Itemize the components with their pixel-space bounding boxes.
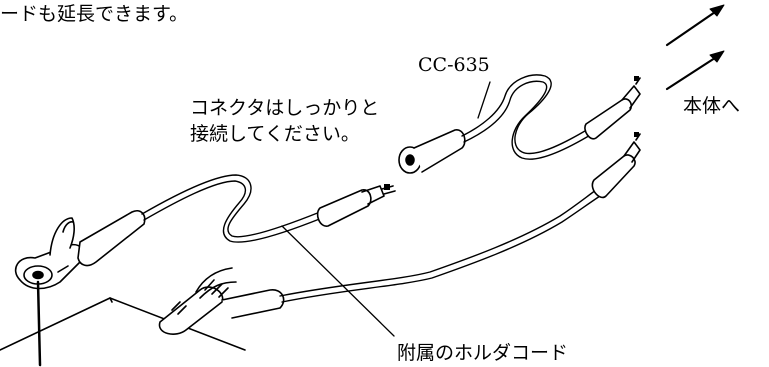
holder-cord bbox=[141, 174, 323, 243]
extension-cord-end-plug bbox=[584, 76, 641, 140]
electrode-holder bbox=[14, 209, 146, 367]
holder-cord-label: 附属のホルダコード bbox=[397, 342, 569, 364]
connector-note-line2: 接続してください。 bbox=[190, 123, 360, 145]
work-cable-end-plug bbox=[591, 132, 641, 199]
to-main-unit-label: 本体へ bbox=[683, 95, 741, 117]
work-clamp bbox=[158, 267, 285, 335]
holder-cord-leader-line bbox=[281, 225, 395, 337]
holder-cord-plug bbox=[316, 184, 396, 227]
intro-text: ードも延長できます。 bbox=[0, 3, 189, 25]
extension-cord-socket bbox=[398, 129, 466, 174]
work-cable bbox=[279, 189, 601, 303]
extension-cord-label: CC-635 bbox=[418, 54, 490, 76]
arrow-up-right-icon bbox=[665, 4, 725, 47]
work-piece bbox=[0, 297, 246, 351]
connector-note-line1: コネクタはしっかりと bbox=[190, 97, 380, 119]
extension-cord-cc-635 bbox=[461, 74, 593, 160]
arrow-up-right-icon bbox=[665, 50, 725, 91]
